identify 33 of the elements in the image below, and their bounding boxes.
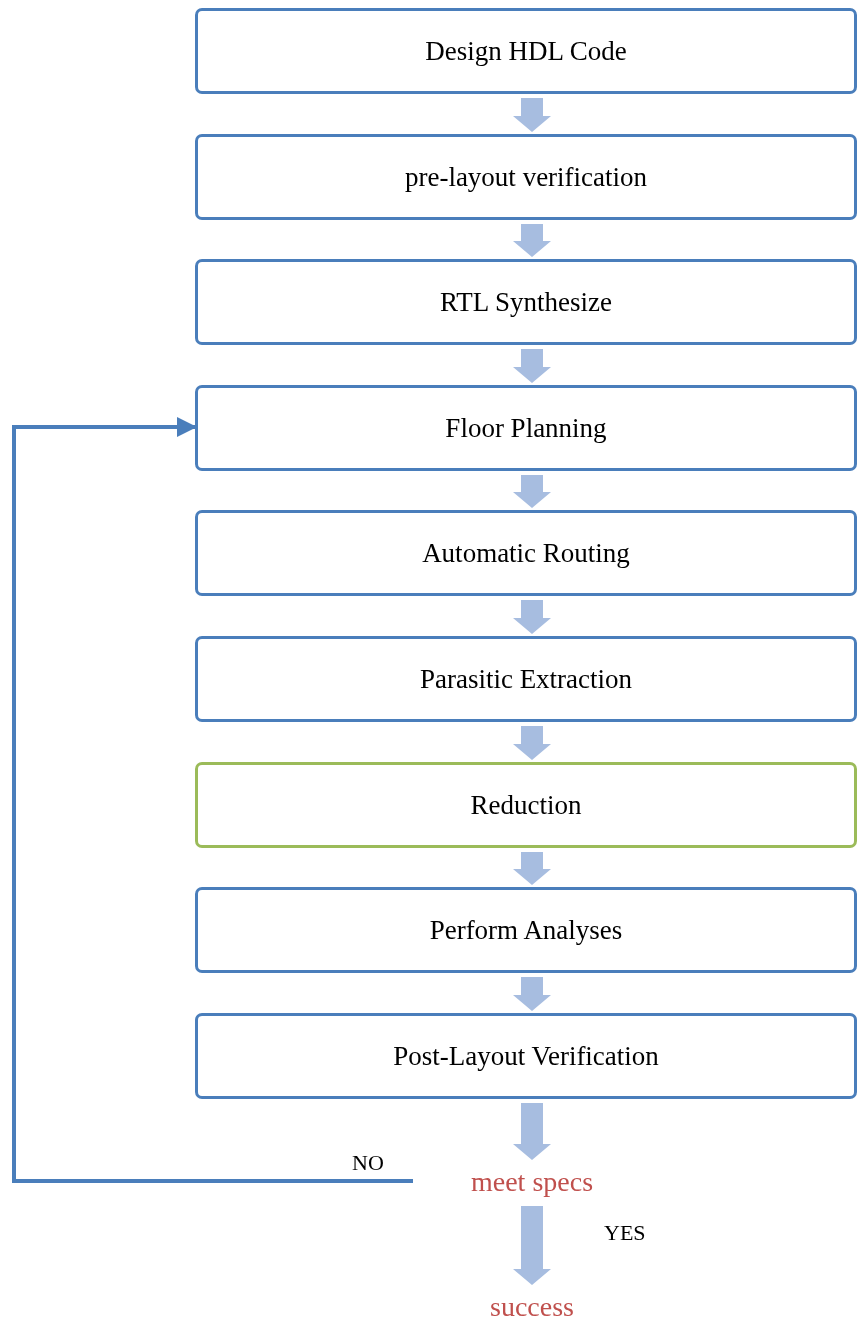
block-arrow xyxy=(513,977,551,1011)
process-box xyxy=(195,510,857,596)
process-box xyxy=(195,762,857,848)
step-label: Reduction xyxy=(470,789,582,821)
process-box xyxy=(195,887,857,973)
edge-label: NO xyxy=(352,1150,384,1176)
edge-label: YES xyxy=(604,1220,646,1246)
block-arrow xyxy=(513,98,551,132)
step-label: Automatic Routing xyxy=(422,537,630,569)
process-box xyxy=(195,385,857,471)
block-arrow xyxy=(513,852,551,885)
block-arrow xyxy=(513,726,551,760)
block-arrow xyxy=(513,475,551,508)
step-label: Perform Analyses xyxy=(429,914,623,946)
process-box xyxy=(195,1013,857,1099)
step-label: RTL Synthesize xyxy=(439,286,613,318)
step-label: Parasitic Extraction xyxy=(419,663,633,695)
step-label: Post-Layout Verification xyxy=(393,1040,659,1072)
step-label: Floor Planning xyxy=(445,412,607,444)
process-box xyxy=(195,636,857,722)
step-label: Design HDL Code xyxy=(425,35,627,67)
block-arrow xyxy=(513,349,551,383)
block-arrow xyxy=(513,1103,551,1160)
status-text: success xyxy=(490,1291,574,1320)
process-box xyxy=(195,134,857,220)
block-arrow xyxy=(513,224,551,257)
step-label: pre-layout verification xyxy=(404,161,648,193)
block-arrow xyxy=(513,600,551,634)
process-box xyxy=(195,259,857,345)
block-arrow xyxy=(513,1206,551,1285)
status-text: meet specs xyxy=(470,1166,594,1198)
process-box xyxy=(195,8,857,94)
loop-arrow xyxy=(12,417,413,1183)
